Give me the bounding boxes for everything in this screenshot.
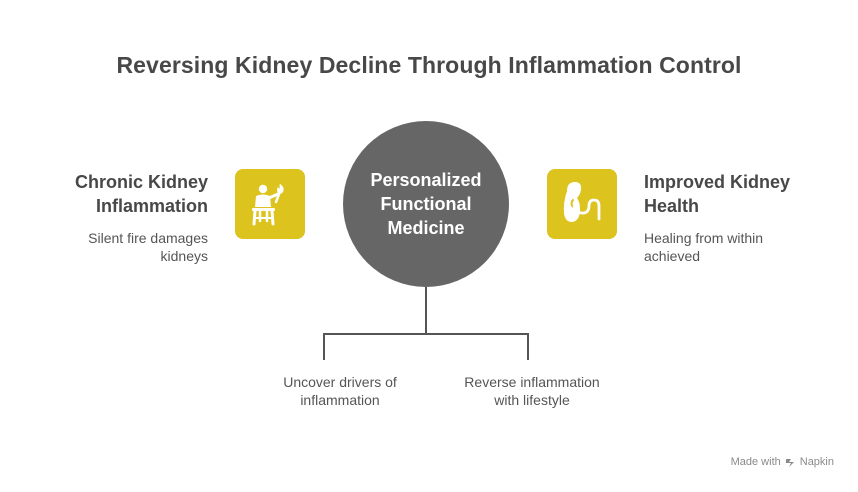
center-label-line3: Medicine: [387, 218, 465, 238]
left-heading: Chronic Kidney Inflammation: [28, 170, 208, 218]
center-label-line2: Functional: [380, 194, 472, 214]
left-icon-box: [235, 169, 305, 239]
person-with-fire-icon: [252, 184, 284, 226]
right-description: Healing from within achieved: [644, 229, 834, 265]
center-label: Personalized Functional Medicine: [343, 168, 509, 240]
right-heading: Improved Kidney Health: [644, 170, 834, 218]
watermark-prefix: Made with: [730, 456, 781, 468]
left-heading-line1: Chronic Kidney: [74, 172, 208, 192]
right-description-line1: Healing from within: [644, 230, 764, 246]
branch-label-right: Reverse inflammation with lifestyle: [442, 373, 622, 409]
right-heading-line1: Improved Kidney: [644, 172, 791, 192]
branch-label-left: Uncover drivers of inflammation: [250, 373, 430, 409]
napkin-logo-icon: [785, 458, 794, 467]
right-heading-line2: Health: [644, 196, 700, 216]
right-icon-box: [547, 169, 617, 239]
left-description: Silent fire damages kidneys: [28, 229, 208, 265]
kidney-icon: [563, 182, 601, 222]
left-description-line2: kidneys: [160, 248, 208, 264]
napkin-watermark[interactable]: Made with Napkin: [731, 456, 834, 468]
diagram-title: Reversing Kidney Decline Through Inflamm…: [116, 52, 742, 78]
watermark-brand: Napkin: [799, 456, 834, 468]
right-description-line2: achieved: [644, 248, 701, 264]
branch-right-line1: Reverse inflammation: [464, 374, 600, 390]
branch-right-line2: with lifestyle: [494, 392, 570, 408]
branch-left-line2: inflammation: [300, 392, 380, 408]
center-circle: [343, 121, 509, 287]
left-heading-line2: Inflammation: [95, 196, 208, 216]
left-description-line1: Silent fire damages: [88, 230, 208, 246]
center-label-line1: Personalized: [370, 170, 482, 190]
branch-left-line1: Uncover drivers of: [283, 374, 397, 390]
